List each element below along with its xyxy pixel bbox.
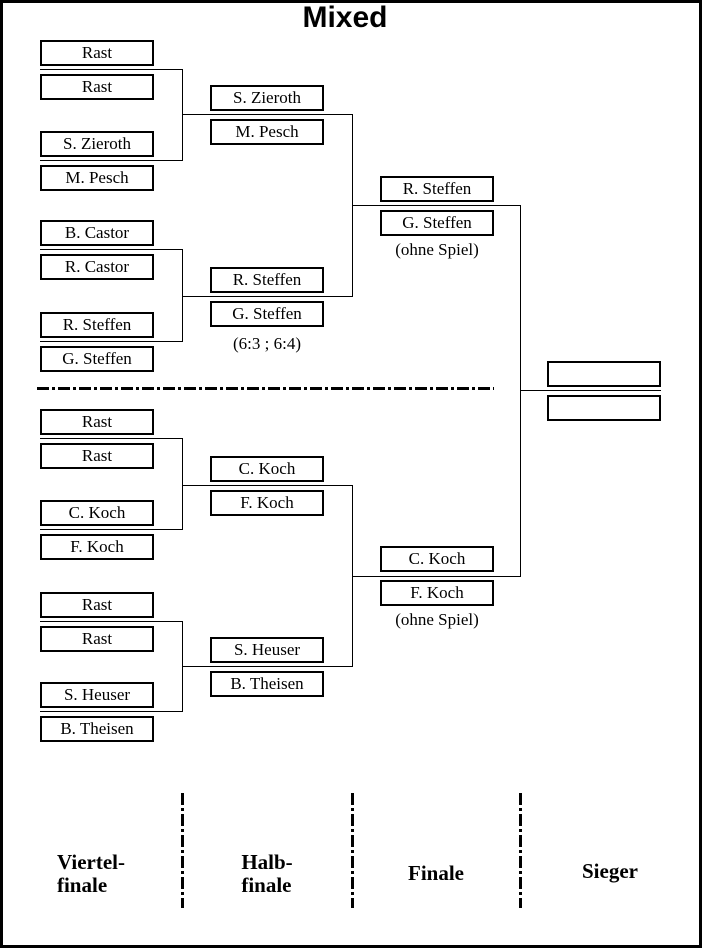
qf-m1-p2-box: Rast <box>40 74 154 100</box>
qf-m2-connector <box>182 249 183 342</box>
final-m2-p1-box: C. Koch <box>380 546 494 572</box>
round-label-final: Finale <box>352 862 520 885</box>
qf-m1-connector <box>182 69 183 161</box>
sf-m3-p1-box: C. Koch <box>210 456 324 482</box>
qf-m5-p1-box: Rast <box>40 409 154 435</box>
qf-m2-winner-line <box>182 296 352 297</box>
winner-p1-box <box>547 361 661 387</box>
winner-p2-box <box>547 395 661 421</box>
sf-m1-p2-box: M. Pesch <box>210 119 324 145</box>
qf-m4-p1-box: R. Steffen <box>40 312 154 338</box>
sf-m4-p1-box: S. Heuser <box>210 637 324 663</box>
qf-m5-p2-box: Rast <box>40 443 154 469</box>
round-label-winner: Sieger <box>520 860 700 883</box>
qf-m8-p2-box: B. Theisen <box>40 716 154 742</box>
qf-team3-line <box>40 249 183 250</box>
sf-m4-p2-box: B. Theisen <box>210 671 324 697</box>
sf-m2-winner-line <box>352 576 520 577</box>
qf-team2-line <box>40 160 183 161</box>
qf-team6-line <box>40 529 183 530</box>
sf-m3-p2-box: F. Koch <box>210 490 324 516</box>
final-m1-p1-box: R. Steffen <box>380 176 494 202</box>
qf-m6-p1-box: C. Koch <box>40 500 154 526</box>
round-label-final-text: Finale <box>408 861 464 885</box>
qf-m7-p2-box: Rast <box>40 626 154 652</box>
qf-m3-p1-box: B. Castor <box>40 220 154 246</box>
qf-m6-p2-box: F. Koch <box>40 534 154 560</box>
final-m2-result: (ohne Spiel) <box>395 610 479 629</box>
sf-m1-p1-box: S. Zieroth <box>210 85 324 111</box>
final-connector <box>520 205 521 577</box>
sf-m1-winner-line <box>352 205 520 206</box>
qf-m1-winner-line <box>182 114 352 115</box>
sf-m2-result: (6:3 ; 6:4) <box>233 334 301 353</box>
qf-m2-p2-box: M. Pesch <box>40 165 154 191</box>
qf-team5-line <box>40 438 183 439</box>
round-label-semifinal: Halb- finale <box>182 851 352 897</box>
qf-m8-p1-box: S. Heuser <box>40 682 154 708</box>
qf-m2-p1-box: S. Zieroth <box>40 131 154 157</box>
sf-m2-p2-box: G. Steffen <box>210 301 324 327</box>
qf-team8-line <box>40 711 183 712</box>
qf-m1-p1-box: Rast <box>40 40 154 66</box>
round-label-quarterfinal: Viertel- finale <box>0 851 182 897</box>
qf-m3-winner-line <box>182 485 352 486</box>
column-divider-2 <box>351 793 354 908</box>
qf-m7-p1-box: Rast <box>40 592 154 618</box>
qf-team7-line <box>40 621 183 622</box>
page-title: Mixed <box>302 1 388 34</box>
sf-m2-p1-box: R. Steffen <box>210 267 324 293</box>
qf-m3-p2-box: R. Castor <box>40 254 154 280</box>
final-m2-p2-box: F. Koch <box>380 580 494 606</box>
qf-m4-p2-box: G. Steffen <box>40 346 154 372</box>
column-divider-1 <box>181 793 184 908</box>
final-m1-result: (ohne Spiel) <box>395 240 479 259</box>
qf-m3-connector <box>182 438 183 530</box>
round-label-winner-text: Sieger <box>582 859 638 883</box>
column-divider-3 <box>519 793 522 908</box>
draw-half-divider-line <box>37 387 494 390</box>
qf-m4-winner-line <box>182 666 352 667</box>
champion-line <box>520 390 661 391</box>
round-label-semifinal-text: Halb- finale <box>241 850 293 897</box>
final-m1-p2-box: G. Steffen <box>380 210 494 236</box>
round-label-quarterfinal-text: Viertel- finale <box>56 850 125 897</box>
qf-team1-line <box>40 69 183 70</box>
qf-team4-line <box>40 341 183 342</box>
